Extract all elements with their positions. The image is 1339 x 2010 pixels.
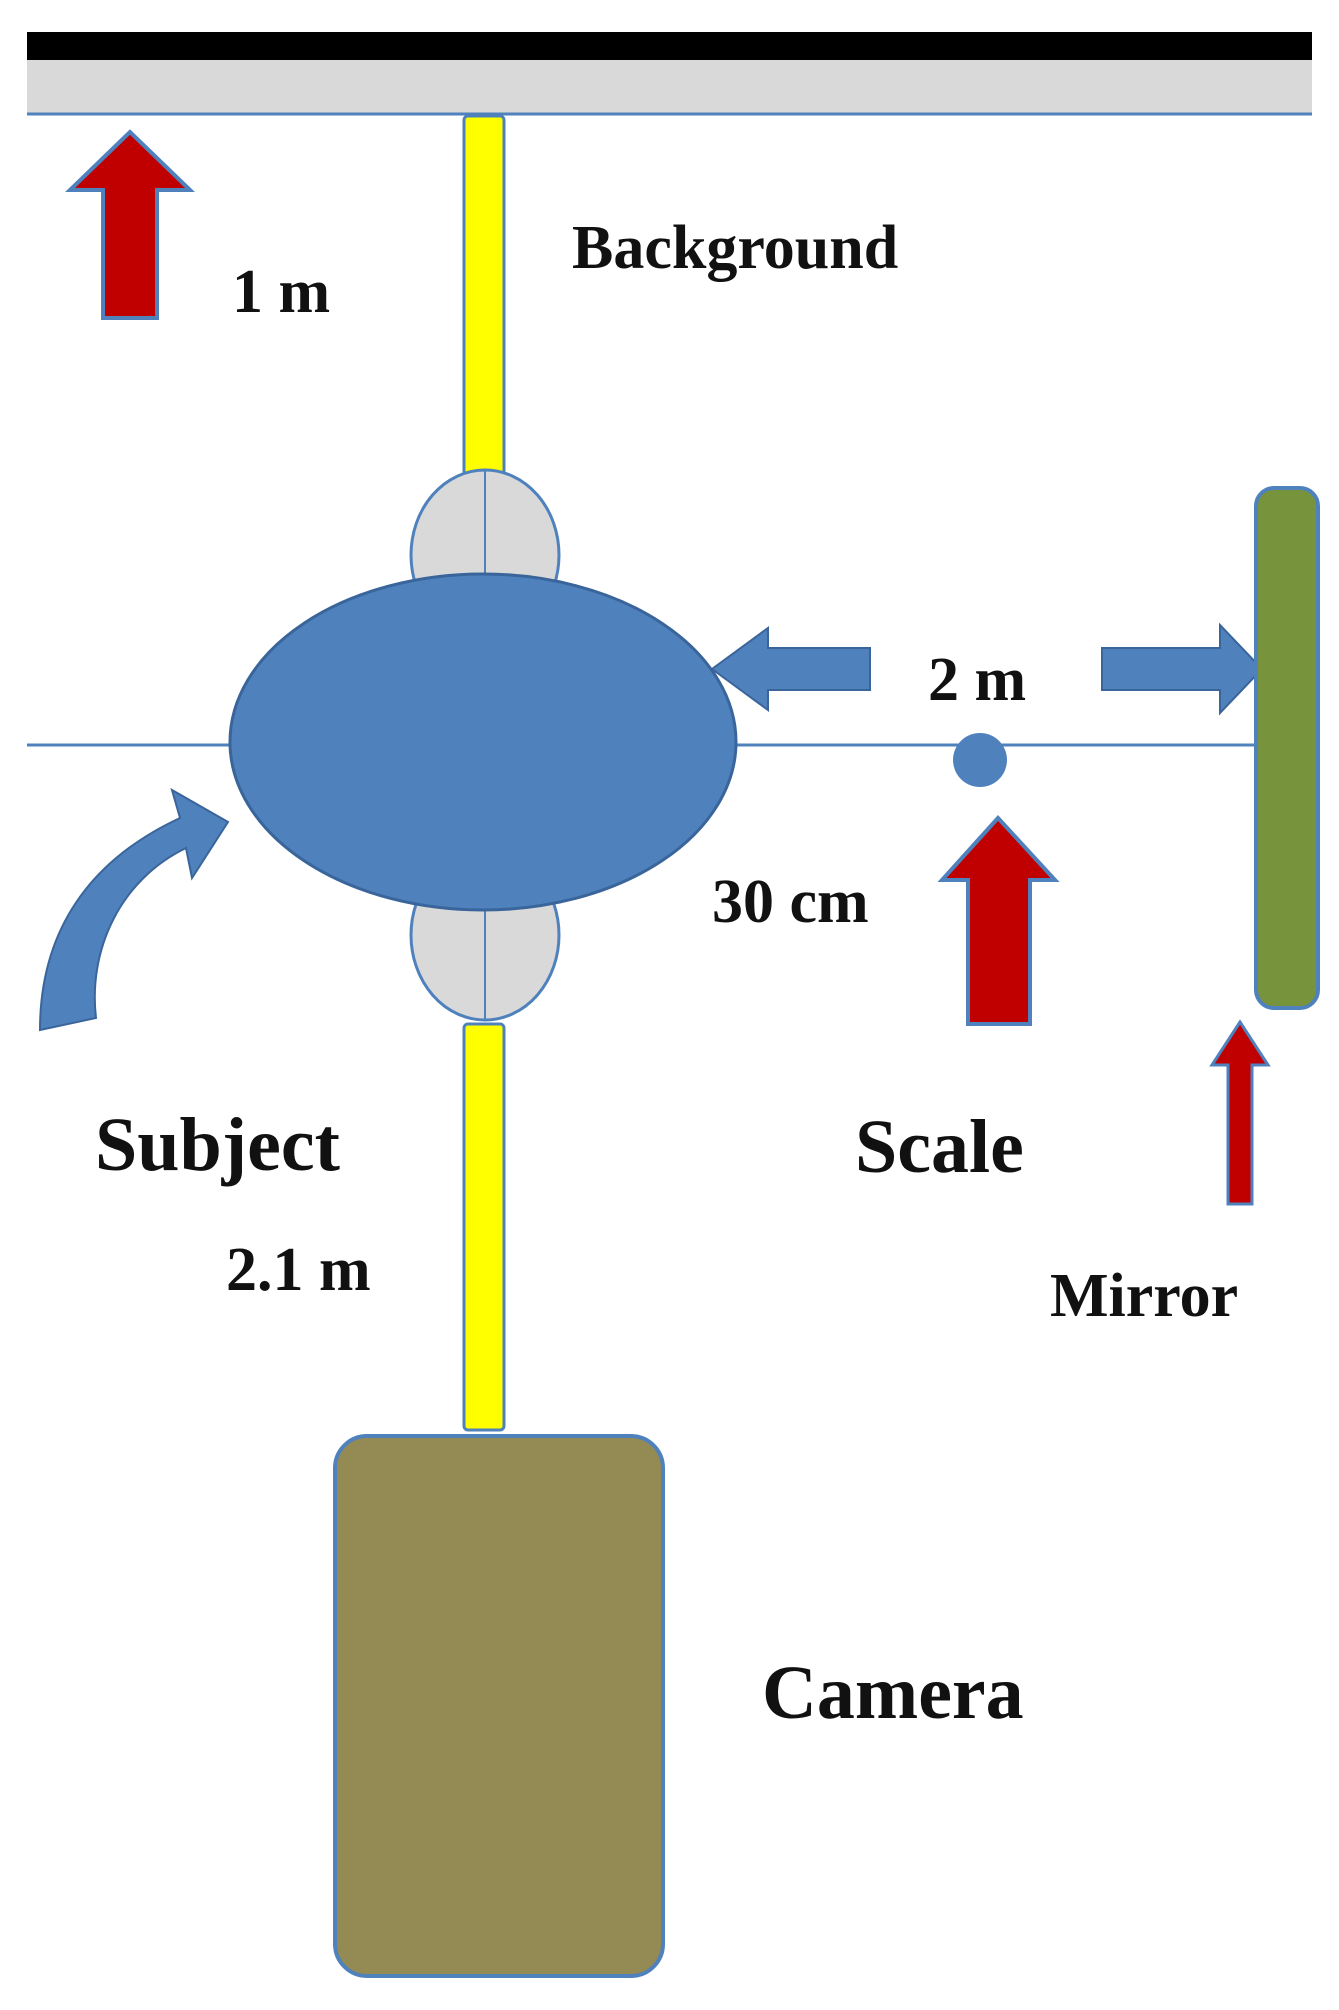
camera-distance-bar (462, 1022, 506, 1432)
label-background: Background (572, 214, 898, 282)
camera (333, 1434, 665, 1978)
wall-top-edge (27, 32, 1312, 60)
label-subject: Subject (95, 1103, 340, 1187)
scale-marker (953, 733, 1007, 787)
rotation-arrow (38, 787, 230, 1032)
scale-red-arrow (937, 815, 1060, 1026)
label-camera: Camera (762, 1651, 1024, 1735)
subject-body (228, 572, 738, 912)
mirror (1254, 486, 1320, 1010)
label-mirror: Mirror (1050, 1262, 1238, 1330)
label-distance-mirror: 2 m (928, 646, 1026, 714)
distance-arrow-left (710, 626, 871, 712)
label-distance-background: 1 m (232, 258, 330, 326)
wall-band (27, 60, 1312, 114)
distance-arrow-right (1101, 622, 1264, 716)
label-distance-scale: 30 cm (712, 868, 869, 936)
mirror-red-arrow (1209, 1019, 1271, 1206)
background-distance-bar (462, 114, 506, 480)
label-distance-camera: 2.1 m (226, 1236, 371, 1304)
label-scale: Scale (855, 1105, 1024, 1189)
background-red-arrow (65, 129, 195, 320)
